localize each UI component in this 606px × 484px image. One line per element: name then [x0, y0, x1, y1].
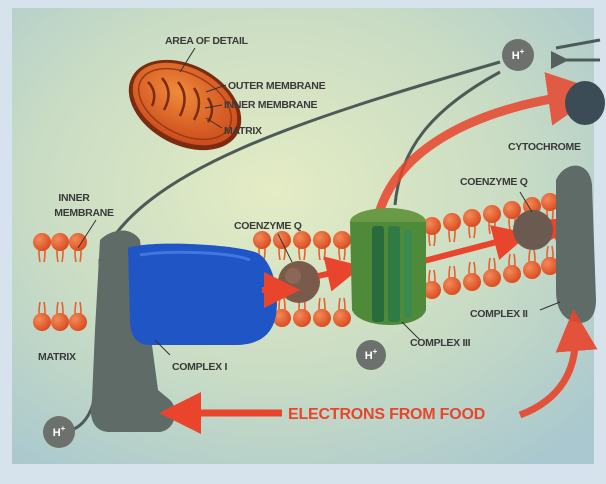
label-coenzyme-q-right: COENZYME Q — [460, 176, 528, 188]
label-area-of-detail: AREA OF DETAIL — [165, 35, 249, 47]
label-complex-iii: COMPLEX III — [410, 337, 471, 349]
proton-ion-top: H+ — [502, 39, 534, 71]
label-outer-membrane: OUTER MEMBRANE — [228, 80, 326, 92]
coenzyme-q-left-highlight — [285, 268, 301, 284]
label-cytochrome: CYTOCHROME — [508, 141, 581, 153]
label-inner-membrane-detail: INNER MEMBRANE — [224, 99, 318, 111]
label-complex-ii: COMPLEX II — [470, 308, 528, 320]
coenzyme-q-left — [278, 261, 320, 303]
label-inner-membrane-line1: INNER — [58, 192, 90, 204]
complex-iii — [350, 208, 426, 325]
label-inner-membrane-line2: MEMBRANE — [54, 207, 114, 219]
label-matrix: MATRIX — [38, 351, 76, 363]
coenzyme-q-right — [513, 210, 553, 250]
label-matrix-detail: MATRIX — [224, 125, 262, 137]
cytochrome — [565, 81, 605, 125]
label-complex-i: COMPLEX I — [172, 361, 227, 373]
label-electrons-from-food: ELECTRONS FROM FOOD — [288, 406, 485, 423]
complex-ii — [556, 166, 596, 323]
proton-ion-bottom: H+ — [43, 416, 75, 448]
bottom-border — [0, 466, 606, 484]
proton-ion-middle: H+ — [356, 340, 386, 370]
label-coenzyme-q-left: COENZYME Q — [234, 220, 302, 232]
